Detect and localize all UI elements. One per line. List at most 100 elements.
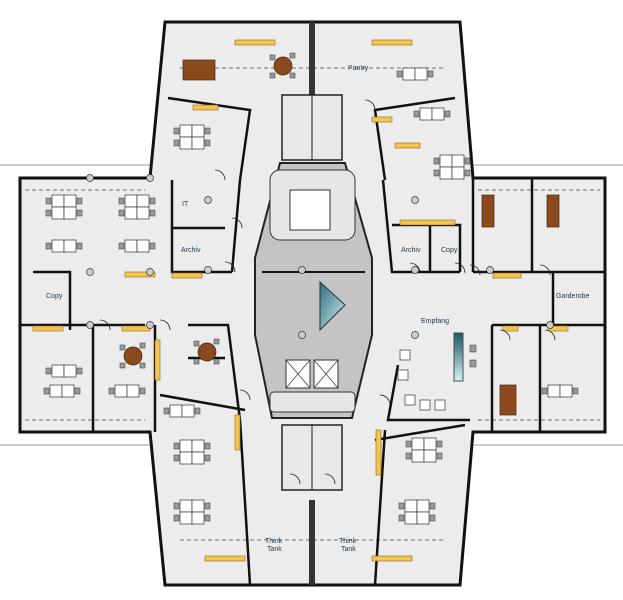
- door: [214, 169, 226, 181]
- chair: [269, 54, 276, 61]
- desk: [63, 239, 77, 253]
- chair: [149, 209, 156, 217]
- column: [204, 196, 212, 204]
- chair: [541, 387, 548, 395]
- desk: [404, 511, 418, 525]
- chair: [433, 157, 440, 165]
- desk: [51, 239, 65, 253]
- desk: [451, 154, 465, 168]
- chair: [74, 387, 81, 395]
- desk: [547, 384, 561, 398]
- chair: [193, 358, 200, 365]
- door: [364, 99, 376, 111]
- facade-lines: [0, 22, 623, 585]
- chair: [469, 344, 477, 353]
- desk: [181, 404, 195, 418]
- shelf: [371, 116, 393, 123]
- door: [99, 319, 111, 331]
- shelf: [124, 271, 156, 278]
- chair: [43, 387, 50, 395]
- desk: [411, 449, 425, 463]
- desk: [451, 166, 465, 180]
- chair: [398, 514, 405, 522]
- shelf: [121, 325, 151, 332]
- desk: [179, 136, 193, 150]
- chair: [119, 344, 126, 351]
- lounge-chair: [434, 399, 446, 411]
- chair: [396, 70, 403, 78]
- chair: [139, 362, 146, 369]
- chair: [76, 209, 83, 217]
- desk: [419, 107, 433, 121]
- desk: [414, 67, 428, 81]
- desk: [191, 451, 205, 465]
- chair: [469, 359, 477, 368]
- chair: [204, 127, 211, 135]
- chair: [139, 342, 146, 349]
- chair: [413, 110, 420, 118]
- shelf: [234, 414, 241, 451]
- door: [499, 329, 511, 341]
- desk: [136, 206, 150, 220]
- chair: [464, 169, 471, 177]
- desk: [191, 136, 205, 150]
- desk: [63, 194, 77, 208]
- chair: [149, 197, 156, 205]
- desk: [179, 451, 193, 465]
- chair: [173, 454, 180, 462]
- meeting-table: [182, 59, 216, 81]
- shelf: [192, 104, 219, 111]
- chair: [118, 197, 125, 205]
- shelf: [399, 219, 456, 226]
- column: [411, 266, 419, 274]
- chair: [204, 502, 211, 510]
- chair: [204, 442, 211, 450]
- door: [539, 264, 551, 276]
- desk: [124, 194, 138, 208]
- shelf: [371, 555, 413, 562]
- desk: [191, 511, 205, 525]
- chair: [398, 502, 405, 510]
- desk: [416, 499, 430, 513]
- chair: [204, 139, 211, 147]
- door: [324, 473, 336, 485]
- meeting-table: [546, 194, 560, 228]
- chair: [572, 387, 579, 395]
- desk: [179, 439, 193, 453]
- column: [146, 268, 154, 276]
- chair: [429, 514, 436, 522]
- desk: [423, 449, 437, 463]
- desk: [404, 499, 418, 513]
- desk: [416, 511, 430, 525]
- column: [546, 321, 554, 329]
- chair: [173, 139, 180, 147]
- door: [454, 262, 466, 274]
- room-label-archiv-left: Archiv: [181, 247, 201, 254]
- shelf: [394, 142, 421, 149]
- desk: [124, 206, 138, 220]
- desk: [51, 194, 65, 208]
- chair: [213, 358, 220, 365]
- chair: [213, 338, 220, 345]
- column: [86, 268, 94, 276]
- building-core: [254, 162, 373, 419]
- desk: [63, 206, 77, 220]
- column: [146, 174, 154, 182]
- meeting-table: [499, 384, 517, 416]
- chair: [173, 442, 180, 450]
- desk: [179, 124, 193, 138]
- chair: [204, 514, 211, 522]
- door: [159, 319, 171, 331]
- chair: [444, 110, 451, 118]
- chair: [108, 387, 115, 395]
- column: [298, 266, 306, 274]
- chair: [119, 362, 126, 369]
- shelf: [502, 325, 519, 332]
- chair: [464, 157, 471, 165]
- door: [224, 261, 236, 273]
- desk: [191, 124, 205, 138]
- reception-desk: [453, 332, 464, 382]
- shelf: [547, 325, 569, 332]
